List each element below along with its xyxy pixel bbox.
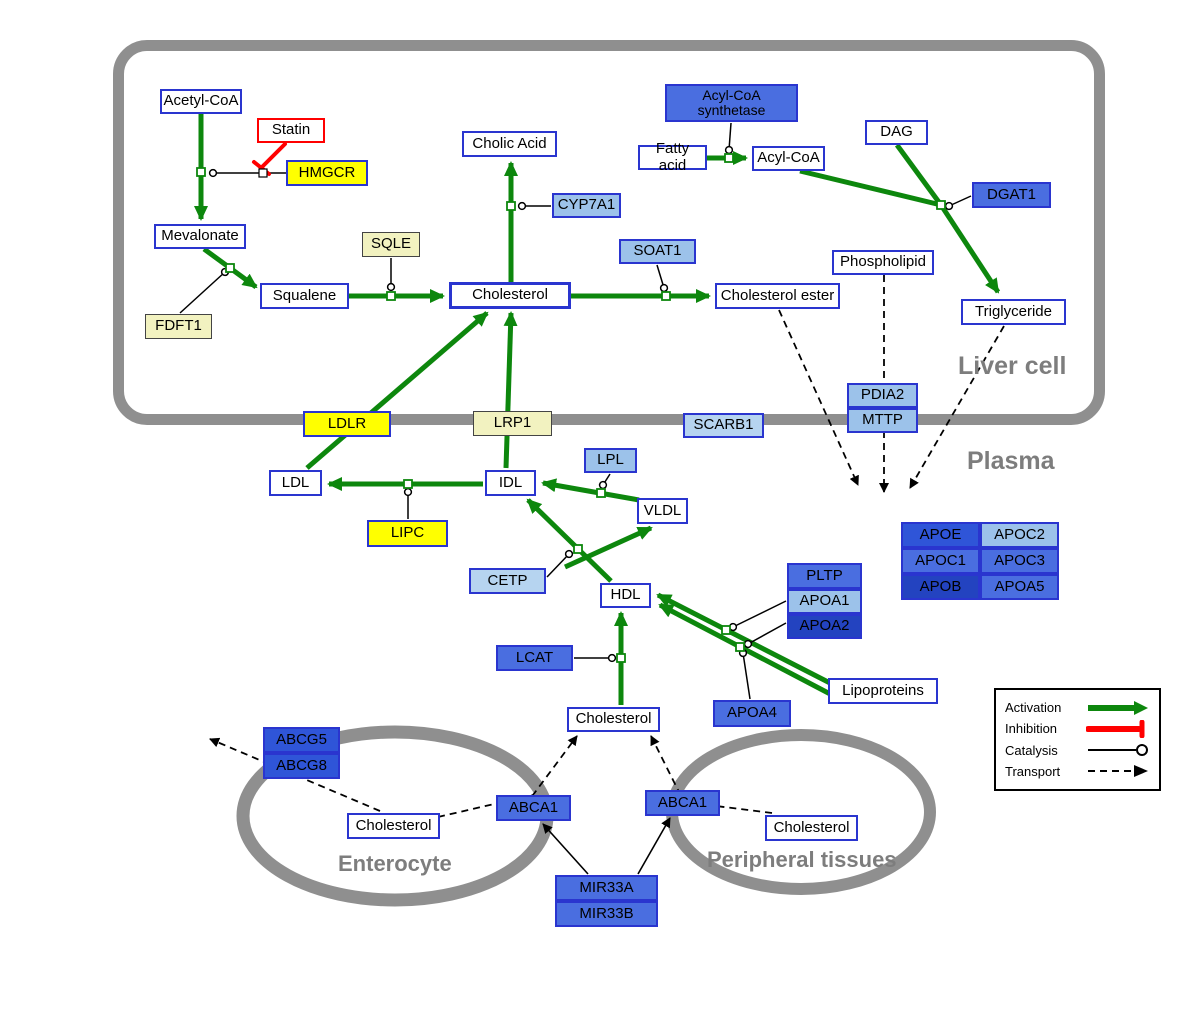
node-lrp1[interactable]: LRP1	[473, 411, 552, 436]
node-fdft1[interactable]: FDFT1	[145, 314, 212, 339]
legend-inhibition-label: Inhibition	[1005, 721, 1058, 737]
node-apoc2[interactable]: APOC2	[980, 522, 1059, 548]
edge-dag-to-junction	[894, 143, 944, 207]
statin-inhibition-line	[260, 142, 287, 169]
node-dgat1[interactable]: DGAT1	[972, 182, 1051, 208]
node-apob[interactable]: APOB	[901, 574, 980, 600]
node-acyl-coa-synthetase[interactable]: Acyl-CoA synthetase	[665, 84, 798, 122]
peripheral-tissues-label: Peripheral tissues	[707, 847, 897, 872]
node-ldl[interactable]: LDL	[269, 470, 322, 496]
node-soat1[interactable]: SOAT1	[619, 239, 696, 264]
node-mevalonate[interactable]: Mevalonate	[154, 224, 246, 249]
legend-row-catalysis: Catalysis	[1005, 740, 1150, 761]
transport-triglyceride-to-plasma	[909, 325, 1005, 489]
node-mir33b[interactable]: MIR33B	[555, 901, 658, 927]
legend: Activation Inhibition Catalysis Transpor…	[994, 688, 1161, 791]
node-abcg5[interactable]: ABCG5	[263, 727, 340, 753]
node-squalene[interactable]: Squalene	[260, 283, 349, 309]
transport-cholesterol-out-of-enterocyte	[209, 737, 381, 812]
node-apoe[interactable]: APOE	[901, 522, 980, 548]
node-lipc[interactable]: LIPC	[367, 520, 448, 547]
catalysis-apoa1	[728, 600, 787, 632]
node-acetyl-coa[interactable]: Acetyl-CoA	[160, 89, 242, 114]
liver-cell-label: Liver cell	[958, 352, 1067, 380]
node-hmgcr[interactable]: HMGCR	[286, 160, 368, 186]
node-abca1-enterocyte[interactable]: ABCA1	[496, 795, 571, 821]
legend-row-activation: Activation	[1005, 697, 1150, 718]
transport-dashed-arrow-icon	[1088, 765, 1148, 778]
node-mttp[interactable]: MTTP	[847, 408, 918, 433]
catalysis-fdft1	[179, 267, 230, 314]
edge-mir33-to-abca1-enterocyte	[542, 823, 589, 875]
node-triglyceride[interactable]: Triglyceride	[961, 299, 1066, 325]
edge-hdl-to-idl	[526, 498, 613, 583]
node-cyp7a1[interactable]: CYP7A1	[552, 193, 621, 218]
catalysis-apoa2	[743, 622, 787, 649]
node-pdia2[interactable]: PDIA2	[847, 383, 918, 408]
catalysis-apoa4	[738, 648, 751, 700]
node-cholesterol-liver[interactable]: Cholesterol	[449, 282, 571, 309]
liver-cell-membrane	[113, 40, 1105, 425]
node-pltp[interactable]: PLTP	[787, 563, 862, 589]
catalysis-cetp	[546, 549, 574, 578]
legend-row-inhibition: Inhibition	[1005, 718, 1150, 739]
legend-row-transport: Transport	[1005, 761, 1150, 782]
node-apoa2[interactable]: APOA2	[787, 614, 862, 639]
node-mir33a[interactable]: MIR33A	[555, 875, 658, 901]
legend-catalysis-label: Catalysis	[1005, 742, 1058, 758]
node-ldlr[interactable]: LDLR	[303, 411, 391, 437]
node-abca1-peripheral[interactable]: ABCA1	[645, 790, 720, 816]
legend-activation-label: Activation	[1005, 700, 1062, 715]
node-statin[interactable]: Statin	[257, 118, 325, 143]
node-lcat[interactable]: LCAT	[496, 645, 573, 671]
node-acyl-coa[interactable]: Acyl-CoA	[752, 146, 825, 171]
node-apoc3[interactable]: APOC3	[980, 548, 1059, 574]
catalysis-dgat1	[944, 195, 972, 211]
node-apoc1[interactable]: APOC1	[901, 548, 980, 574]
node-abcg8[interactable]: ABCG8	[263, 753, 340, 779]
node-idl[interactable]: IDL	[485, 470, 536, 496]
node-lpl[interactable]: LPL	[584, 448, 637, 473]
node-sqle[interactable]: SQLE	[362, 232, 420, 257]
legend-transport-label: Transport	[1005, 763, 1061, 779]
node-cholesterol-plasma[interactable]: Cholesterol	[567, 707, 660, 732]
node-cholesterol-peripheral[interactable]: Cholesterol	[765, 815, 858, 841]
edge-idl-via-lrp1-to-cholesterol	[503, 311, 518, 469]
edge-ldl-via-ldlr-to-cholesterol	[305, 311, 489, 470]
node-cetp[interactable]: CETP	[469, 568, 546, 594]
node-fatty-acid[interactable]: Fatty acid	[638, 140, 707, 173]
catalysis-acyl-coa-synthetase	[724, 122, 734, 155]
transport-cholesterol-ester-to-plasma	[778, 309, 859, 486]
edge-mir33-to-abca1-peripheral	[637, 817, 671, 875]
inhibition-bar-icon	[1086, 719, 1145, 738]
edge-hdl-to-vldl	[563, 525, 653, 570]
edge-acyl-coa-to-junction	[799, 168, 942, 208]
node-lipoproteins[interactable]: Lipoproteins	[828, 678, 938, 704]
node-apoa5[interactable]: APOA5	[980, 574, 1059, 600]
plasma-label: Plasma	[967, 447, 1055, 475]
node-scarb1[interactable]: SCARB1	[683, 413, 764, 438]
edge-vldl-to-idl	[541, 478, 640, 503]
catalysis-edges	[179, 122, 972, 700]
catalysis-circle-icon	[1088, 744, 1148, 757]
enterocyte-label: Enterocyte	[338, 851, 452, 876]
node-dag[interactable]: DAG	[865, 120, 928, 145]
edge-lipoproteins-to-hdl-upper	[656, 592, 832, 686]
reaction-nodes	[196, 153, 946, 663]
node-cholic-acid[interactable]: Cholic Acid	[462, 131, 557, 157]
catalysis-lpl	[598, 473, 611, 490]
node-phospholipid[interactable]: Phospholipid	[832, 250, 934, 275]
node-cholesterol-enterocyte[interactable]: Cholesterol	[347, 813, 440, 839]
node-vldl[interactable]: VLDL	[637, 498, 688, 524]
node-apoa1[interactable]: APOA1	[787, 589, 862, 614]
regulation-edges	[542, 817, 671, 875]
activation-arrow-icon	[1088, 700, 1148, 715]
node-hdl[interactable]: HDL	[600, 583, 651, 608]
catalysis-soat1	[656, 264, 669, 293]
node-apoa4[interactable]: APOA4	[713, 700, 791, 727]
edge-junction-to-triglyceride	[938, 203, 1001, 294]
node-cholesterol-ester[interactable]: Cholesterol ester	[715, 283, 840, 309]
